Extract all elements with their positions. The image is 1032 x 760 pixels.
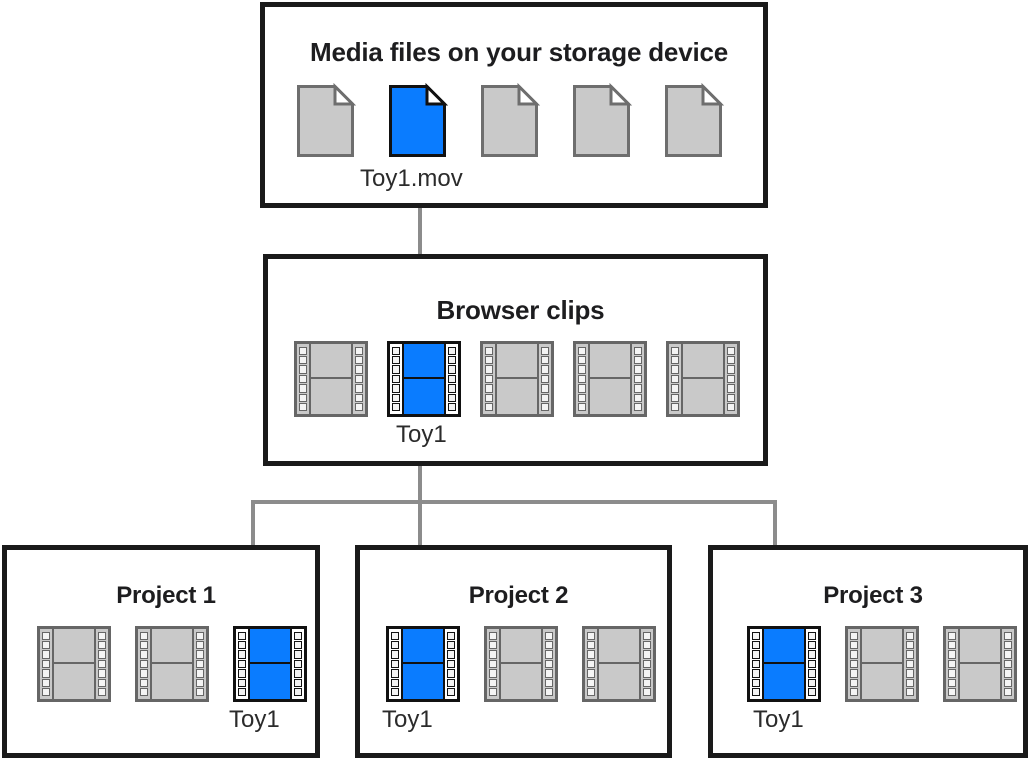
sprocket-strip-right (639, 629, 653, 699)
clip-thumbnail (862, 629, 902, 699)
file-icon-4[interactable] (573, 82, 633, 157)
project-3-clip-row (747, 626, 1017, 702)
sprocket-strip-right (630, 344, 644, 414)
project-2-box: Project 2 (355, 545, 672, 758)
sprocket-strip-left (389, 629, 403, 699)
project-2-clip-toy1[interactable] (386, 626, 460, 702)
browser-clip-3[interactable] (480, 341, 554, 417)
project-2-title: Project 2 (468, 582, 569, 609)
project-2-clip-3[interactable] (582, 626, 656, 702)
browser-clip-1[interactable] (294, 341, 368, 417)
clip-thumbnail (54, 629, 94, 699)
clip-thumbnail (590, 344, 630, 414)
browser-clip-4[interactable] (573, 341, 647, 417)
file-icon-toy1-mov[interactable] (389, 82, 449, 157)
sprocket-strip-left (848, 629, 862, 699)
file-icon-1[interactable] (297, 82, 357, 157)
project-1-title: Project 1 (116, 582, 216, 609)
clip-thumbnail (403, 629, 443, 699)
media-files-box: Media files on your storage device (260, 2, 768, 208)
sprocket-strip-right (537, 344, 551, 414)
sprocket-strip-right (290, 629, 304, 699)
sprocket-strip-left (576, 344, 590, 414)
project-3-clip-toy1[interactable] (747, 626, 821, 702)
sprocket-strip-right (1000, 629, 1014, 699)
project-3-clip-caption: Toy1 (753, 706, 804, 733)
clip-thumbnail (152, 629, 192, 699)
project-1-box: Project 1 (2, 545, 320, 758)
project-3-title: Project 3 (823, 582, 923, 609)
sprocket-strip-left (946, 629, 960, 699)
browser-clip-toy1[interactable] (387, 341, 461, 417)
sprocket-strip-right (541, 629, 555, 699)
media-file-caption: Toy1.mov (360, 165, 463, 192)
project-1-clip-caption: Toy1 (229, 706, 280, 733)
file-icon-3[interactable] (481, 82, 541, 157)
sprocket-strip-right (443, 629, 457, 699)
clip-thumbnail (404, 344, 444, 414)
file-icon-5[interactable] (665, 82, 725, 157)
clip-thumbnail (599, 629, 639, 699)
browser-clips-box: Browser clips (263, 254, 768, 466)
sprocket-strip-left (40, 629, 54, 699)
sprocket-strip-right (351, 344, 365, 414)
sprocket-strip-right (804, 629, 818, 699)
sprocket-strip-left (297, 344, 311, 414)
project-2-clip-2[interactable] (484, 626, 558, 702)
clip-thumbnail (683, 344, 723, 414)
project-2-clip-row (386, 626, 656, 702)
browser-clip-caption: Toy1 (396, 421, 447, 448)
clip-thumbnail (311, 344, 351, 414)
project-1-clip-toy1[interactable] (233, 626, 307, 702)
clip-thumbnail (497, 344, 537, 414)
sprocket-strip-left (750, 629, 764, 699)
sprocket-strip-right (192, 629, 206, 699)
sprocket-strip-left (138, 629, 152, 699)
project-1-clip-1[interactable] (37, 626, 111, 702)
project-1-clip-2[interactable] (135, 626, 209, 702)
sprocket-strip-right (902, 629, 916, 699)
sprocket-strip-left (483, 344, 497, 414)
project-3-clip-2[interactable] (845, 626, 919, 702)
sprocket-strip-left (585, 629, 599, 699)
media-file-row (297, 82, 725, 157)
browser-clip-row (294, 341, 740, 417)
browser-clips-title: Browser clips (436, 295, 605, 325)
browser-clip-5[interactable] (666, 341, 740, 417)
sprocket-strip-left (236, 629, 250, 699)
project-3-clip-3[interactable] (943, 626, 1017, 702)
sprocket-strip-left (487, 629, 501, 699)
sprocket-strip-left (390, 344, 404, 414)
sprocket-strip-right (94, 629, 108, 699)
sprocket-strip-right (444, 344, 458, 414)
project-2-clip-caption: Toy1 (382, 706, 433, 733)
project-1-clip-row (37, 626, 307, 702)
clip-thumbnail (960, 629, 1000, 699)
sprocket-strip-left (669, 344, 683, 414)
clip-thumbnail (764, 629, 804, 699)
clip-thumbnail (501, 629, 541, 699)
sprocket-strip-right (723, 344, 737, 414)
media-files-title: Media files on your storage device (310, 37, 728, 67)
clip-thumbnail (250, 629, 290, 699)
project-3-box: Project 3 (708, 545, 1028, 758)
